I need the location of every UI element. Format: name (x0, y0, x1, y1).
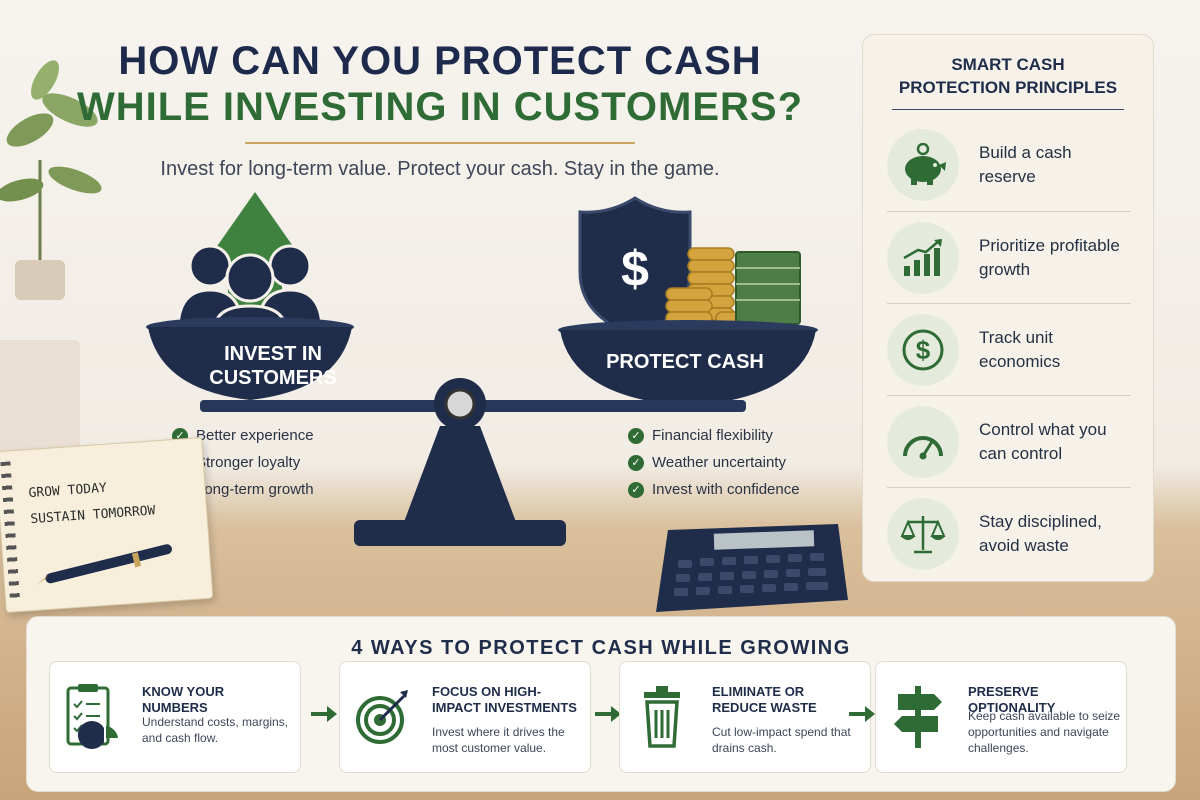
invest-label-line-2: CUSTOMERS (209, 367, 337, 389)
principles-divider (892, 109, 1124, 110)
way-description: Keep cash available to seize opportuniti… (968, 709, 1121, 755)
principles-title-line-2: PROTECTION PRINCIPLES (898, 78, 1118, 97)
calculator-icon (656, 524, 848, 612)
way-description: Understand costs, margins, and cash flow… (142, 715, 289, 745)
svg-text:$: $ (916, 335, 931, 365)
invest-in-customers-label: INVEST IN CUSTOMERS (188, 342, 358, 390)
gauge-icon (887, 405, 959, 478)
growth-chart-icon (887, 221, 959, 294)
principles-title: SMART CASH PROTECTION PRINCIPLES (863, 53, 1153, 99)
notebook-line-2: SUSTAIN TOMORROW (29, 503, 156, 528)
benefit-text: Better experience (196, 427, 314, 444)
way-card: KNOW YOUR NUMBERS Understand costs, marg… (49, 661, 301, 773)
check-icon: ✓ (628, 481, 644, 498)
arrow-right-icon (849, 706, 875, 722)
principle-item: Control what you can control (887, 395, 1131, 487)
signpost-icon (894, 686, 942, 748)
title-block: HOW CAN YOU PROTECT CASH WHILE INVESTING… (60, 38, 820, 144)
protect-benefits-list: ✓ Financial flexibility ✓ Weather uncertai… (628, 422, 800, 503)
way-title: FOCUS ON HIGH-IMPACT INVESTMENTS (432, 684, 577, 715)
balance-scale: $ (140, 190, 820, 570)
list-item: ✓ Financial flexibility (628, 422, 800, 449)
principle-label: Control what you can control (979, 419, 1107, 463)
list-item: ✓ Weather uncertainty (628, 449, 800, 476)
title-line-2: WHILE INVESTING IN CUSTOMERS? (76, 85, 804, 129)
balance-scale-icon (887, 497, 959, 570)
principle-label: Track unit economics (979, 327, 1061, 371)
notebook: GROW TODAY SUSTAIN TOMORROW (0, 436, 214, 614)
benefit-text: Stronger loyalty (196, 454, 301, 471)
benefit-text: Invest with confidence (652, 481, 800, 498)
shield-dollar-symbol: $ (621, 241, 649, 297)
target-icon (356, 690, 408, 744)
way-card: ELIMINATE OR REDUCE WASTE Cut low-impact… (619, 661, 871, 773)
balance-scale-illustration: $ (146, 192, 818, 546)
way-title: KNOW YOUR NUMBERS (142, 684, 225, 715)
arrow-right-icon (311, 706, 337, 722)
way-title: ELIMINATE OR REDUCE WASTE (712, 684, 817, 715)
principle-label: Prioritize profitable growth (979, 235, 1120, 279)
subtitle: Invest for long-term value. Protect your… (160, 158, 720, 180)
check-icon: ✓ (628, 427, 644, 444)
principle-item: Prioritize profitable growth (887, 211, 1131, 303)
principle-label: Stay disciplined, avoid waste (979, 511, 1102, 555)
clipboard-chart-icon (66, 684, 118, 749)
check-icon: ✓ (628, 454, 644, 471)
trash-can-icon (644, 686, 680, 748)
left-bowl (146, 317, 354, 400)
title-line-1: HOW CAN YOU PROTECT CASH (118, 39, 762, 83)
arrow-right-icon (595, 706, 621, 722)
principle-item: Build a cash reserve (887, 119, 1131, 211)
benefit-text: Weather uncertainty (652, 454, 786, 471)
notebook-line-1: GROW TODAY (28, 480, 108, 502)
list-item: ✓ Invest with confidence (628, 476, 800, 503)
way-title: PRESERVE OPTIONALITY (968, 684, 1056, 715)
right-bowl (558, 320, 818, 406)
invest-label-line-1: INVEST IN (224, 343, 322, 365)
pen-icon (35, 544, 172, 586)
way-description: Cut low-impact spend that drains cash. (712, 725, 851, 755)
way-card: PRESERVE OPTIONALITY Keep cash available… (875, 661, 1127, 773)
cash-stack-icon (735, 251, 801, 325)
principles-panel: SMART CASH PROTECTION PRINCIPLES Build a… (862, 34, 1154, 582)
plant-decoration (0, 60, 102, 300)
title-divider (245, 142, 635, 144)
benefit-text: Long-term growth (196, 481, 314, 498)
principle-label: Build a cash reserve (979, 143, 1072, 186)
principle-item: $ Track unit economics (887, 303, 1131, 395)
protect-cash-label: PROTECT CASH (606, 351, 764, 373)
dollar-coin-icon: $ (887, 313, 959, 386)
principle-item: Stay disciplined, avoid waste (887, 487, 1131, 579)
notebook-spiral (0, 461, 21, 602)
benefit-text: Financial flexibility (652, 427, 773, 444)
piggy-bank-icon (887, 129, 959, 201)
way-card: FOCUS ON HIGH-IMPACT INVESTMENTS Invest … (339, 661, 591, 773)
ways-panel: 4 WAYS TO PROTECT CASH WHILE GROWING KNO… (26, 616, 1176, 792)
ways-title: 4 WAYS TO PROTECT CASH WHILE GROWING (351, 637, 851, 659)
principles-title-line-1: SMART CASH (951, 55, 1065, 74)
coin-stack-icon (665, 247, 763, 325)
way-description: Invest where it drives the most customer… (432, 725, 565, 755)
